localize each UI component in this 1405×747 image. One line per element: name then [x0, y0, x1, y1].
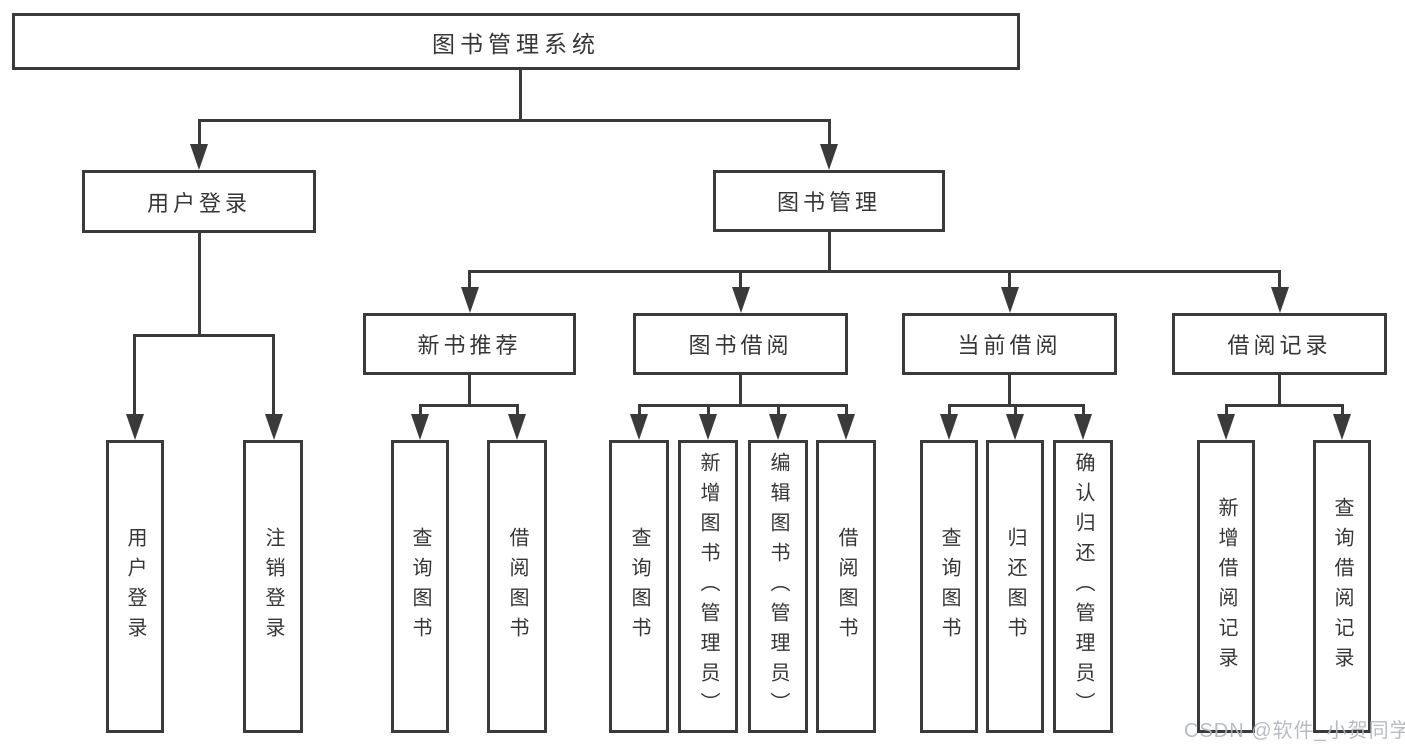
arrow-down-icon: [1006, 414, 1024, 440]
leaf-label: 编辑图书（管理员）: [767, 451, 789, 722]
leaf-label: 借阅图书: [835, 526, 857, 647]
leaf-label: 新增图书（管理员）: [697, 451, 719, 722]
arrow-down-icon: [837, 414, 855, 440]
leaf-label: 用户登录: [124, 526, 146, 647]
leaf-search-books-current: 查询图书: [920, 440, 978, 733]
leaf-borrow-books-borrow: 借阅图书: [816, 440, 876, 733]
leaf-edit-book-admin: 编辑图书（管理员）: [748, 440, 808, 733]
arrow-down-icon: [940, 414, 958, 440]
connector-line: [827, 232, 831, 273]
leaf-add-book-admin: 新增图书（管理员）: [678, 440, 738, 733]
leaf-label: 注销登录: [262, 526, 284, 647]
node-book-management: 图书管理: [713, 170, 945, 232]
leaf-search-books-borrow: 查询图书: [609, 440, 669, 733]
leaf-label: 借阅图书: [506, 526, 528, 647]
node-current-borrow: 当前借阅: [902, 313, 1117, 375]
connector-line: [468, 269, 1281, 273]
arrow-down-icon: [125, 414, 144, 440]
leaf-user-login: 用户登录: [106, 440, 164, 733]
leaf-label: 查询图书: [628, 526, 650, 647]
connector-line: [1013, 405, 1017, 420]
node-user-login: 用户登录: [82, 170, 316, 233]
connector-line: [1008, 375, 1011, 407]
node-root: 图书管理系统: [12, 13, 1020, 70]
connector-line: [1278, 375, 1281, 407]
leaf-search-books-recommend: 查询图书: [391, 440, 449, 733]
arrow-down-icon: [769, 414, 787, 440]
arrow-down-icon: [264, 414, 283, 440]
connector-line: [827, 120, 831, 150]
connector-line: [844, 405, 848, 420]
leaf-borrow-books-recommend: 借阅图书: [487, 440, 547, 733]
connector-line: [1224, 403, 1344, 407]
arrow-down-icon: [411, 414, 429, 440]
connector-line: [1340, 405, 1344, 420]
arrow-down-icon: [1000, 287, 1019, 313]
connector-line: [1224, 405, 1228, 420]
arrow-down-icon: [1074, 414, 1092, 440]
connector-line: [197, 120, 201, 150]
connector-line: [706, 405, 710, 420]
arrow-down-icon: [508, 414, 526, 440]
arrow-down-icon: [820, 144, 838, 170]
arrow-down-icon: [460, 287, 479, 313]
connector-line: [947, 405, 951, 420]
connector-line: [515, 405, 519, 420]
leaf-label: 查询图书: [938, 526, 960, 647]
leaf-label: 查询借阅记录: [1331, 496, 1353, 677]
node-book-borrow: 图书借阅: [633, 313, 848, 375]
leaf-confirm-return-admin: 确认归还（管理员）: [1053, 440, 1113, 733]
leaf-logout: 注销登录: [243, 440, 303, 733]
leaf-label: 确认归还（管理员）: [1072, 451, 1094, 722]
arrow-down-icon: [1217, 414, 1235, 440]
connector-line: [133, 333, 275, 337]
connector-line: [739, 271, 742, 293]
connector-line: [1081, 405, 1085, 420]
arrow-down-icon: [1270, 287, 1289, 313]
arrow-down-icon: [190, 144, 208, 170]
connector-line: [637, 403, 848, 407]
node-borrow-records: 借阅记录: [1172, 313, 1387, 375]
leaf-add-borrow-record: 新增借阅记录: [1197, 440, 1255, 733]
node-new-book-recommend: 新书推荐: [363, 313, 576, 375]
connector-line: [468, 271, 471, 293]
connector-line: [133, 335, 136, 420]
connector-line: [197, 118, 831, 122]
connector-line: [519, 70, 522, 122]
leaf-label: 查询图书: [409, 526, 431, 647]
connector-line: [776, 405, 780, 420]
connector-line: [418, 405, 422, 420]
connector-line: [1008, 271, 1011, 293]
connector-line: [1278, 271, 1281, 293]
connector-line: [272, 335, 275, 420]
arrow-down-icon: [630, 414, 648, 440]
arrow-down-icon: [699, 414, 717, 440]
leaf-label: 新增借阅记录: [1215, 496, 1237, 677]
connector-line: [197, 233, 201, 337]
leaf-label: 归还图书: [1004, 526, 1026, 647]
arrow-down-icon: [1333, 414, 1351, 440]
leaf-return-books: 归还图书: [986, 440, 1044, 733]
watermark: CSDN @软件_小贺同学: [1184, 720, 1405, 742]
leaf-search-borrow-record: 查询借阅记录: [1313, 440, 1371, 733]
connector-line: [637, 405, 641, 420]
connector-line: [468, 375, 471, 407]
connector-line: [418, 403, 519, 407]
arrow-down-icon: [731, 287, 750, 313]
connector-line: [739, 375, 742, 407]
